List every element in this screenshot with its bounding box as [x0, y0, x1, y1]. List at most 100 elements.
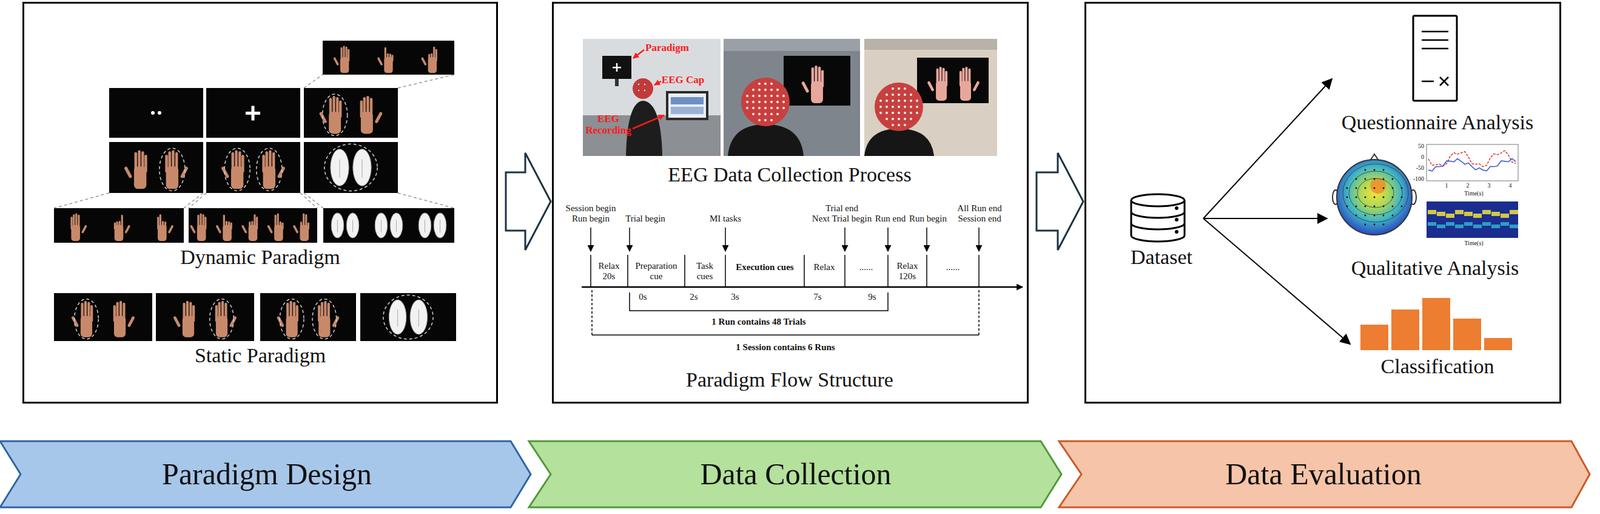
- electrode: [758, 82, 761, 85]
- electrode: [891, 111, 895, 115]
- dashed-outline: [322, 94, 348, 136]
- axis-tick: Time(s): [1464, 239, 1483, 247]
- shoe-lace: [339, 159, 341, 178]
- electrode-dot: [1382, 223, 1385, 226]
- electrode: [776, 100, 779, 104]
- timeline-label: ......: [946, 262, 961, 273]
- text-line: 20s: [598, 271, 620, 282]
- electrode: [764, 100, 767, 104]
- database-band: [1131, 211, 1185, 230]
- finger: [157, 216, 159, 230]
- electrode: [897, 93, 901, 96]
- timeline-label: All Run end Session end: [957, 203, 1002, 224]
- topomap-peak: [1370, 177, 1386, 194]
- database-top: [1131, 194, 1185, 207]
- electrode: [644, 83, 646, 85]
- electrode-dot: [1382, 178, 1385, 181]
- electrode: [770, 118, 773, 122]
- event-arrow: [844, 227, 846, 252]
- topomap: [1336, 159, 1412, 235]
- timeline-label: 2s: [689, 291, 698, 303]
- finger: [159, 214, 162, 230]
- stage-arrow: [1036, 152, 1084, 250]
- finger: [363, 97, 366, 118]
- stimulus-frame: [323, 208, 455, 243]
- electrode: [782, 100, 785, 104]
- electrode: [897, 123, 901, 127]
- axis-tick: 2: [1466, 181, 1470, 189]
- text-line: Next Trial begin: [812, 213, 872, 224]
- hand-figure: [801, 65, 824, 104]
- electrode: [903, 105, 907, 108]
- finger: [307, 222, 310, 230]
- shoe-lace: [397, 309, 398, 327]
- node-label: Classification: [1381, 354, 1495, 378]
- flow-arrow: [1203, 78, 1332, 219]
- analysis-node: Classification: [1352, 292, 1523, 379]
- electrode: [903, 87, 907, 90]
- finger: [204, 216, 207, 230]
- finger: [274, 214, 277, 230]
- timeline-label: Trial begin: [625, 213, 666, 224]
- finger: [72, 214, 75, 230]
- timeline-label: Preparation cue: [635, 260, 677, 282]
- finger: [286, 302, 289, 323]
- histogram-bar: [1453, 318, 1482, 350]
- electrode-dot: [1364, 214, 1367, 217]
- electrode: [891, 87, 895, 90]
- event-arrow: [978, 227, 980, 252]
- electrode: [758, 94, 761, 98]
- finger: [936, 68, 939, 87]
- photo-callout: EEG Cap: [661, 73, 705, 86]
- electrode-dot: [1364, 169, 1367, 172]
- electrode: [782, 106, 785, 110]
- timeline-label: Run end: [875, 213, 906, 224]
- finger: [137, 149, 141, 173]
- person-body: [864, 128, 935, 156]
- photo-background: [864, 38, 998, 156]
- shoe: [352, 149, 372, 186]
- event-arrow: [628, 227, 631, 252]
- finger: [75, 213, 78, 230]
- electrode: [746, 100, 749, 104]
- electrode: [891, 99, 895, 102]
- finger: [186, 300, 189, 323]
- electrode: [897, 105, 901, 108]
- electrode: [885, 111, 888, 115]
- electrode-dot: [1346, 187, 1349, 190]
- finger: [134, 152, 138, 173]
- hand-figure: [114, 214, 131, 241]
- electrode: [776, 106, 779, 110]
- spectral-band: [1427, 209, 1437, 215]
- histogram-bar: [1391, 309, 1420, 350]
- photo-callout: EEG Recording: [585, 112, 632, 136]
- panel-caption: Static Paradigm: [194, 343, 326, 367]
- electrode: [752, 100, 755, 104]
- hand-figure: [189, 213, 207, 242]
- chevron-outline: [1058, 440, 1590, 508]
- timeline-label: Task cues: [696, 260, 714, 282]
- electrode: [758, 112, 761, 116]
- analysis-node: Questionnaire Analysis: [1334, 12, 1541, 137]
- chart-frame: [1426, 144, 1519, 181]
- hand-figure: [319, 95, 343, 134]
- spectral-band: [1500, 213, 1510, 218]
- electrode-dot: [1364, 178, 1367, 181]
- hand-figure: [266, 213, 284, 242]
- contour-line: [1348, 171, 1403, 215]
- segment-divider: [978, 254, 980, 287]
- session-bracket: [591, 334, 979, 336]
- finger: [77, 214, 80, 230]
- segment-divider: [627, 254, 629, 287]
- fixation-dot: [151, 110, 155, 115]
- electrode: [758, 118, 761, 122]
- finger: [305, 214, 307, 230]
- histogram-bar: [1422, 297, 1451, 350]
- spectral-band: [1464, 211, 1473, 216]
- finger: [122, 302, 125, 323]
- thumb: [266, 224, 273, 234]
- electrode: [746, 106, 749, 110]
- electrode: [903, 117, 907, 121]
- spectral-band: [1455, 209, 1464, 215]
- leader-line: [397, 192, 455, 209]
